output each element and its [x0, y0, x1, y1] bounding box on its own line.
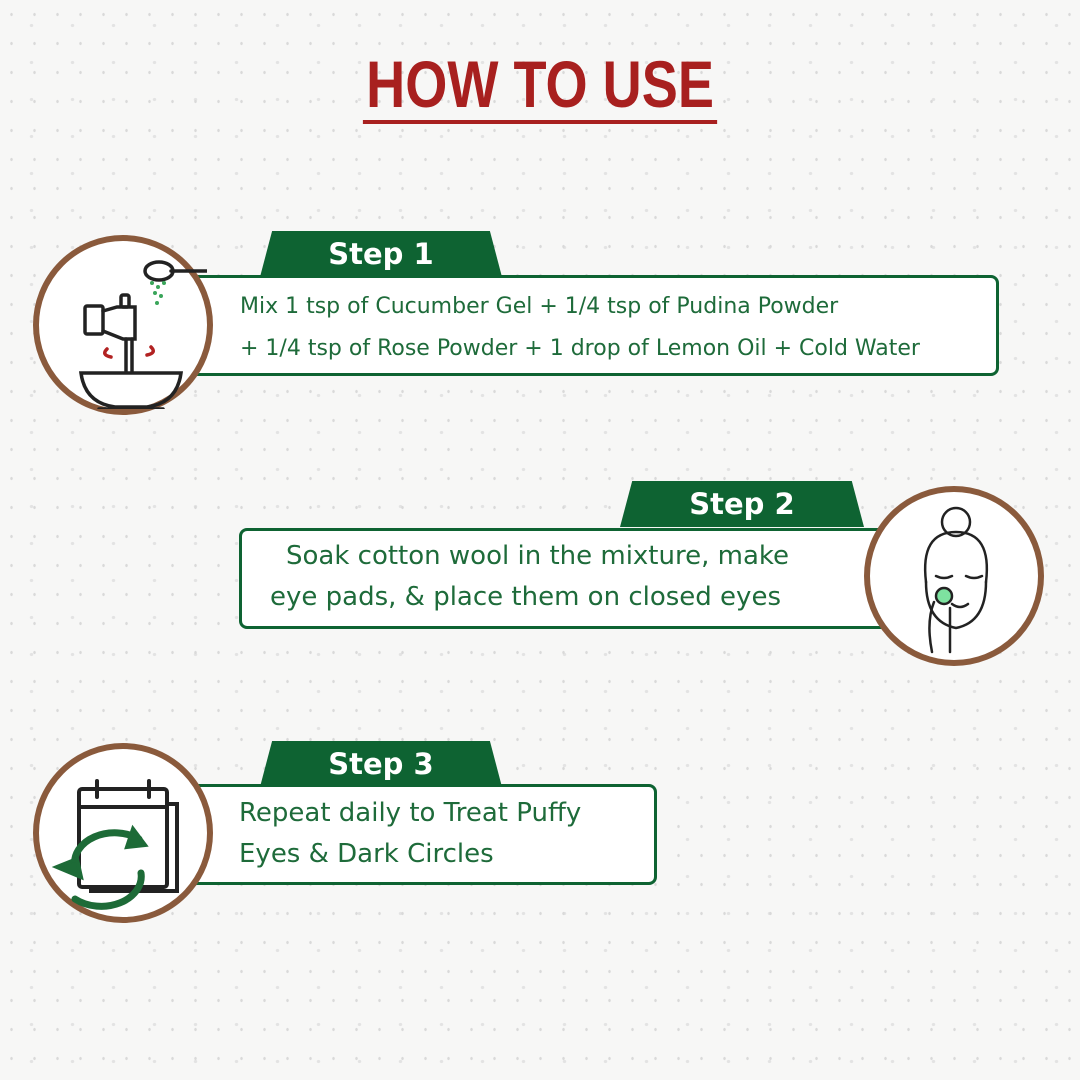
calendar-repeat-icon: [51, 779, 179, 910]
step-3-tab: Step 3: [260, 741, 502, 787]
step-3-box: Repeat daily to Treat Puffy Eyes & Dark …: [195, 784, 657, 885]
step-3-line-2: Eyes & Dark Circles: [239, 839, 494, 869]
step-2-line-1: Soak cotton wool in the mixture, make: [286, 541, 790, 571]
step-3-circle: [33, 743, 213, 923]
face-eye-pad-icon: [923, 506, 989, 654]
page-title: HOW TO USE: [0, 48, 1080, 124]
step-1-line-2: + 1/4 tsp of Rose Powder + 1 drop of Lem…: [240, 336, 920, 361]
step-2-line-2: eye pads, & place them on closed eyes: [270, 582, 781, 612]
step-1-box: Mix 1 tsp of Cucumber Gel + 1/4 tsp of P…: [195, 275, 999, 376]
step-3-line-1: Repeat daily to Treat Puffy: [239, 798, 582, 828]
step-1-line-1: Mix 1 tsp of Cucumber Gel + 1/4 tsp of P…: [240, 294, 839, 319]
step-2-tab: Step 2: [620, 481, 864, 527]
step-2-box: Soak cotton wool in the mixture, make ey…: [239, 528, 899, 629]
step-1-circle: [33, 235, 213, 415]
step-1-tab: Step 1: [260, 231, 502, 277]
mixing-bowl-icon: [79, 260, 207, 409]
step-2-circle: [864, 486, 1044, 666]
